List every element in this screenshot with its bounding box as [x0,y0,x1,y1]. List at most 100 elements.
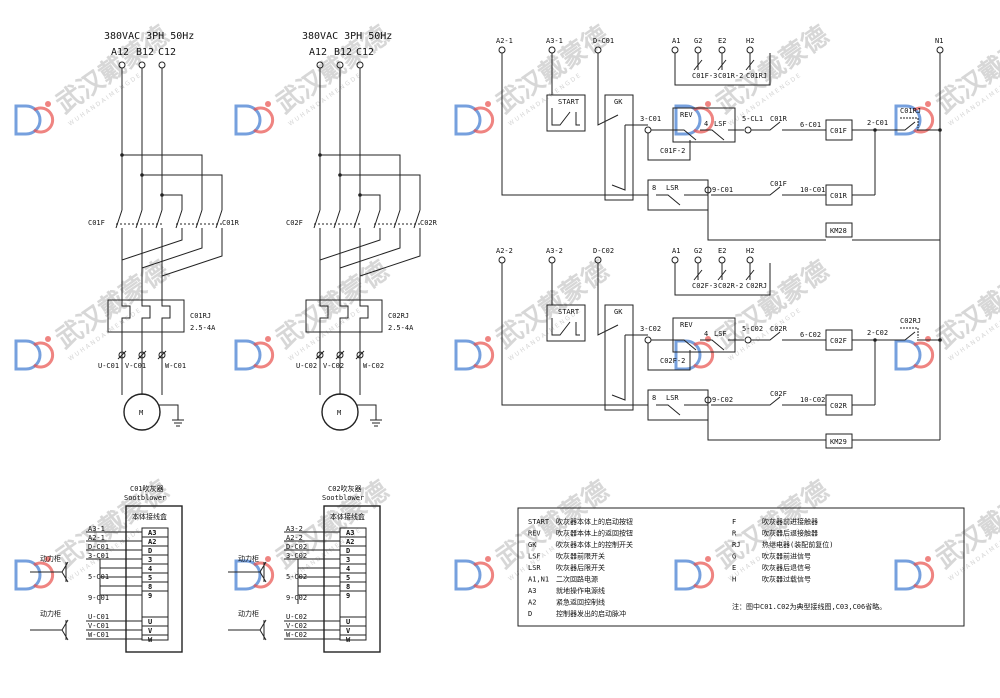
contactor-rev-label: C02R [420,219,438,227]
wire-3-label: 3-C01 [88,552,109,560]
terminal-cell-label: V [148,627,153,635]
terminal-d-label: D-C01 [593,37,614,45]
relay-range: 2.5-4A [388,324,414,332]
ground-icon [356,404,382,427]
legend-border [517,507,965,627]
c-fwd2-label: C01F-2 [660,147,685,155]
motor-symbol [123,393,161,431]
wire-6-label: 6-C02 [800,331,821,339]
wire-a2-label: A2-2 [286,534,303,542]
terminal-d-label: D-C02 [593,247,614,255]
logo-d-icon [894,104,922,136]
ground-icon [158,404,184,427]
logo-g-icon [913,341,935,369]
terminal-c [158,61,166,69]
rev-label: REV [680,111,693,119]
junction-box-outline [125,505,183,653]
start-button-box [546,304,586,342]
relay-range: 2.5-4A [190,324,216,332]
gk-label: GK [614,98,623,106]
terminal-a1-label: A1 [672,247,680,255]
wire-cl-label: 5-CL1 [742,115,763,123]
terminal-cell-label: 3 [346,556,350,564]
terminal-cell-label: D [148,547,152,555]
terminal-h2-label: H2 [746,247,754,255]
logo-d-icon [454,339,482,371]
terminal-a3-label: A3-2 [546,247,563,255]
c-fwd2-label: C02F-2 [660,357,685,365]
arrow-icon [228,619,267,641]
wire-10-label: 10-C01 [800,186,825,194]
legend-desc: 吹灰器本体上的返回按钮 [556,529,633,538]
terminal-cell-label: 9 [346,592,350,600]
wire-3-label: 3-C02 [286,552,307,560]
wire-d-label: D-C01 [88,543,109,551]
wire-2-label: 2-C01 [867,119,888,127]
watermark-text: 武汉戴蒙德 [270,255,394,355]
c-fwd-label: C01F [770,180,787,188]
terminal-g2-label: G2 [694,247,702,255]
motor-label: M [337,409,341,417]
logo-gear-icon [265,336,271,342]
terminal-cell-label: W [148,636,153,644]
wire-d-label: D-C02 [286,543,307,551]
wire-w-label: W-C01 [88,631,109,639]
junction-box-title: 本体接线盒 [330,512,365,521]
wire-10-label: 10-C02 [800,396,825,404]
legend-key: G [732,553,736,561]
junction-box-title: 本体接线盒 [132,512,167,521]
terminal-cell-label: A3 [148,529,156,537]
logo-gear-icon [705,101,711,107]
lsr-num-label: 8 [652,394,656,402]
phase-a-label: A12 [309,47,327,58]
wire-w-label: W-C02 [286,631,307,639]
wire-a3-label: A3-2 [286,525,303,533]
logo-d-icon [454,559,482,591]
terminal-cell-label: A2 [346,538,354,546]
sootblower-title: C01吹灰器 [130,484,164,493]
logo-g-icon [253,561,275,589]
terminal-cell-label: 9 [148,592,152,600]
wire-v-label: V-C02 [286,622,307,630]
output-w-label: W-C02 [363,362,384,370]
output-w-label: W-C01 [165,362,186,370]
logo-g-icon [473,341,495,369]
cabinet-label-1: 动力柜 [40,554,61,563]
wire-5-label: 5-C02 [286,573,307,581]
sootblower-subtitle: Sootblower [322,494,364,502]
arrow-icon [30,561,69,583]
junction-box-outline [323,505,381,653]
wire-2-label: 2-C02 [867,329,888,337]
arrow-icon [228,561,267,583]
supply-label: 380VAC 3PH 50Hz [104,31,194,42]
cabinet-label-2: 动力柜 [238,609,259,618]
legend-key: D [528,610,532,618]
logo-g-icon [473,106,495,134]
sootblower-title: C02吹灰器 [328,484,362,493]
legend-key: GK [528,541,537,549]
logo-gear-icon [925,101,931,107]
logo-gear-icon [265,101,271,107]
logo-gear-icon [485,336,491,342]
legend-desc: 吹灰器后退信号 [762,563,811,572]
c-fwd-label: C02F [770,390,787,398]
terminal-cell-label: 8 [148,583,152,591]
terminal-a2-label: A2-2 [496,247,513,255]
terminal-a2-label: A2-1 [496,37,513,45]
wire-5-label: 5-C01 [88,573,109,581]
phase-c-label: C12 [356,47,374,58]
wire-a3-label: A3-1 [88,525,105,533]
thermal-relay-box [305,299,383,333]
phase-a-label: A12 [111,47,129,58]
logo-g-icon [253,341,275,369]
lsr-num-label: 8 [652,184,656,192]
logo-g-icon [913,561,935,589]
legend-desc: 热继电器(装配前复位) [762,540,833,549]
wire-9-label: 9-C02 [712,396,733,404]
power-circuit-left: 380VAC 3PH 50Hz A12 B12 C12 C01F C01R C0… [88,31,240,431]
signal-rj-label: C02RJ [746,282,767,290]
